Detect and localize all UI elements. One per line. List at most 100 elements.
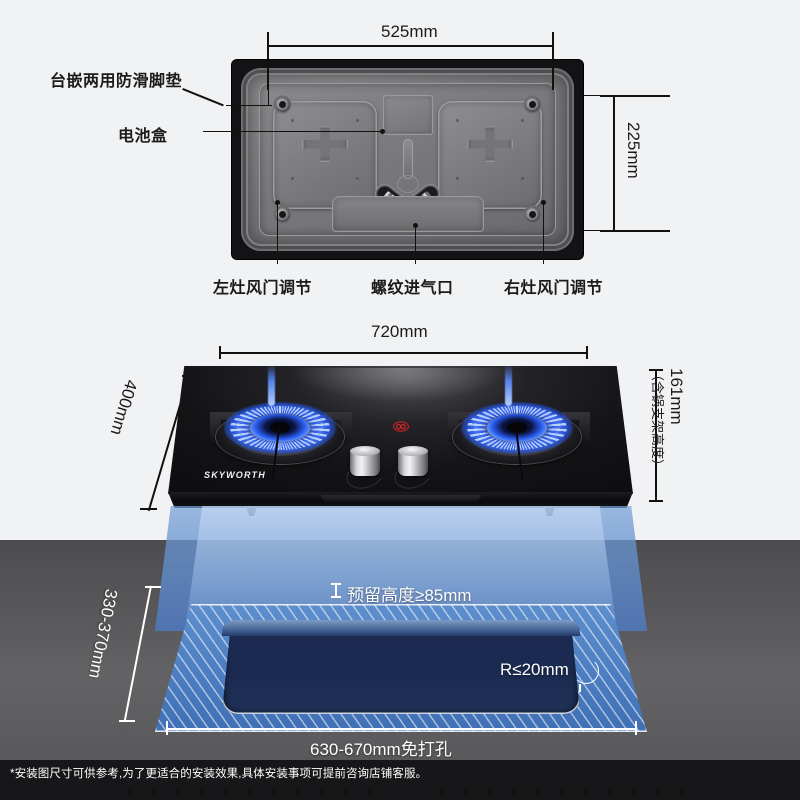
corner-radius-arc [573,658,599,684]
dim-225-tick-bottom [600,230,670,232]
foot-pad-top-right [525,97,540,112]
dim-720-tick-left [219,346,221,359]
footer-dash [272,788,277,796]
dim-161-bar [655,369,657,502]
dim-161-tick-top [649,369,663,371]
footer-bar [0,760,800,800]
footer-dash [560,788,565,796]
foot-pad-bottom-right [525,207,540,222]
label-battery-box: 电池盒 [118,128,168,145]
label-corner-radius: R≤20mm [500,660,569,679]
leader-panel-corner-bottom [583,230,613,232]
screw-dot [356,119,359,122]
right-burner-center-hole [507,422,527,433]
label-right-air-valve: 右灶风门调节 [504,280,604,297]
left-knob-top [350,446,380,456]
leader-gas-inlet [415,225,417,264]
dim-161-label: 161mm [667,368,686,425]
footer-dash [488,788,493,796]
cooktop-bottom-view [232,60,583,259]
gas-ring-part [396,175,419,193]
screw-dot [521,177,524,180]
leader-right-air-valve [543,202,545,264]
cooktop-bottom-lip [320,495,481,502]
right-control-knob[interactable] [390,446,436,494]
dim-400-tick-bottom [140,508,157,510]
footer-dash [248,788,253,796]
dim-161-tick-bottom [649,500,663,502]
dim-cutout-width-tick-left [166,721,168,735]
dim-525-label: 525mm [381,22,438,41]
footer-dash [584,788,589,796]
label-left-air-valve: 左灶风门调节 [213,280,313,297]
footer-dash [320,788,325,796]
dim-720-tick-right [586,346,588,359]
footer-dash-strip [0,788,800,797]
cooktop-glass-top: SKYWORTH [168,366,633,494]
foot-pad-bottom-left [275,207,290,222]
leader-battery-box-dot [380,129,385,134]
left-burner [216,366,344,480]
cooktop-product: SKYWORTH [168,366,633,516]
reserved-height-ibeam [331,583,341,598]
screw-dot [356,177,359,180]
footer-dash [680,788,685,796]
foot-pad-top-left [275,97,290,112]
dim-525-tick-right [552,32,554,90]
dim-225-label: 225mm [624,122,643,179]
leader-left-air-valve-dot [275,200,280,205]
footer-dash [224,788,229,796]
dim-330-370-tick-bottom [119,720,135,722]
screw-dot [456,119,459,122]
dim-161-note: （含锅支架高度） [650,368,665,473]
dim-525-bar [267,45,553,47]
leader-foot-pad-horizontal [226,105,272,107]
footer-dash [440,788,445,796]
footer-dash [200,788,205,796]
battery-box-part [382,95,433,135]
dim-225-bar [613,95,615,231]
footer-dash [464,788,469,796]
leader-foot-pad-vertical [268,52,270,105]
cutout-opening-rim [221,620,581,636]
brand-logo: SKYWORTH [204,470,266,480]
cabinet-cutout [155,604,647,732]
footer-dash [152,788,157,796]
label-reserved-height: 预留高度≥85mm [347,586,472,605]
leader-left-air-valve [277,202,279,264]
footer-dash [536,788,541,796]
right-burner-plate [438,101,542,209]
right-burner [453,366,581,480]
brand-indicator-icon [392,420,410,433]
left-burner-center-hole [270,422,290,433]
leader-right-air-valve-dot [541,200,546,205]
left-burner-plate [273,101,377,209]
footer-dash [128,788,133,796]
dim-cutout-width-tick-right [635,721,637,735]
leader-battery-box [203,131,383,133]
tray-inner-surface [259,83,556,236]
right-knob-top [398,446,428,456]
dim-225-tick-top [600,95,670,97]
screw-dot [291,119,294,122]
footer-dash [368,788,373,796]
leader-panel-corner-top [583,95,613,97]
footer-dash [608,788,613,796]
footer-dash [296,788,301,796]
dim-720-label: 720mm [371,322,428,341]
label-gas-inlet: 螺纹进气口 [371,280,454,297]
footer-dash [344,788,349,796]
label-foot-pad: 台嵌两用防滑脚垫 [50,73,183,90]
footer-dash [656,788,661,796]
dim-cutout-width-bar [166,728,636,730]
footer-dash [632,788,637,796]
screw-dot [291,177,294,180]
left-control-knob[interactable] [342,446,388,494]
screw-dot [521,119,524,122]
footer-dash [176,788,181,796]
footer-dash [512,788,517,796]
gas-stem-part [402,139,413,179]
right-burner-cross [467,126,513,163]
metal-tray [241,68,574,251]
